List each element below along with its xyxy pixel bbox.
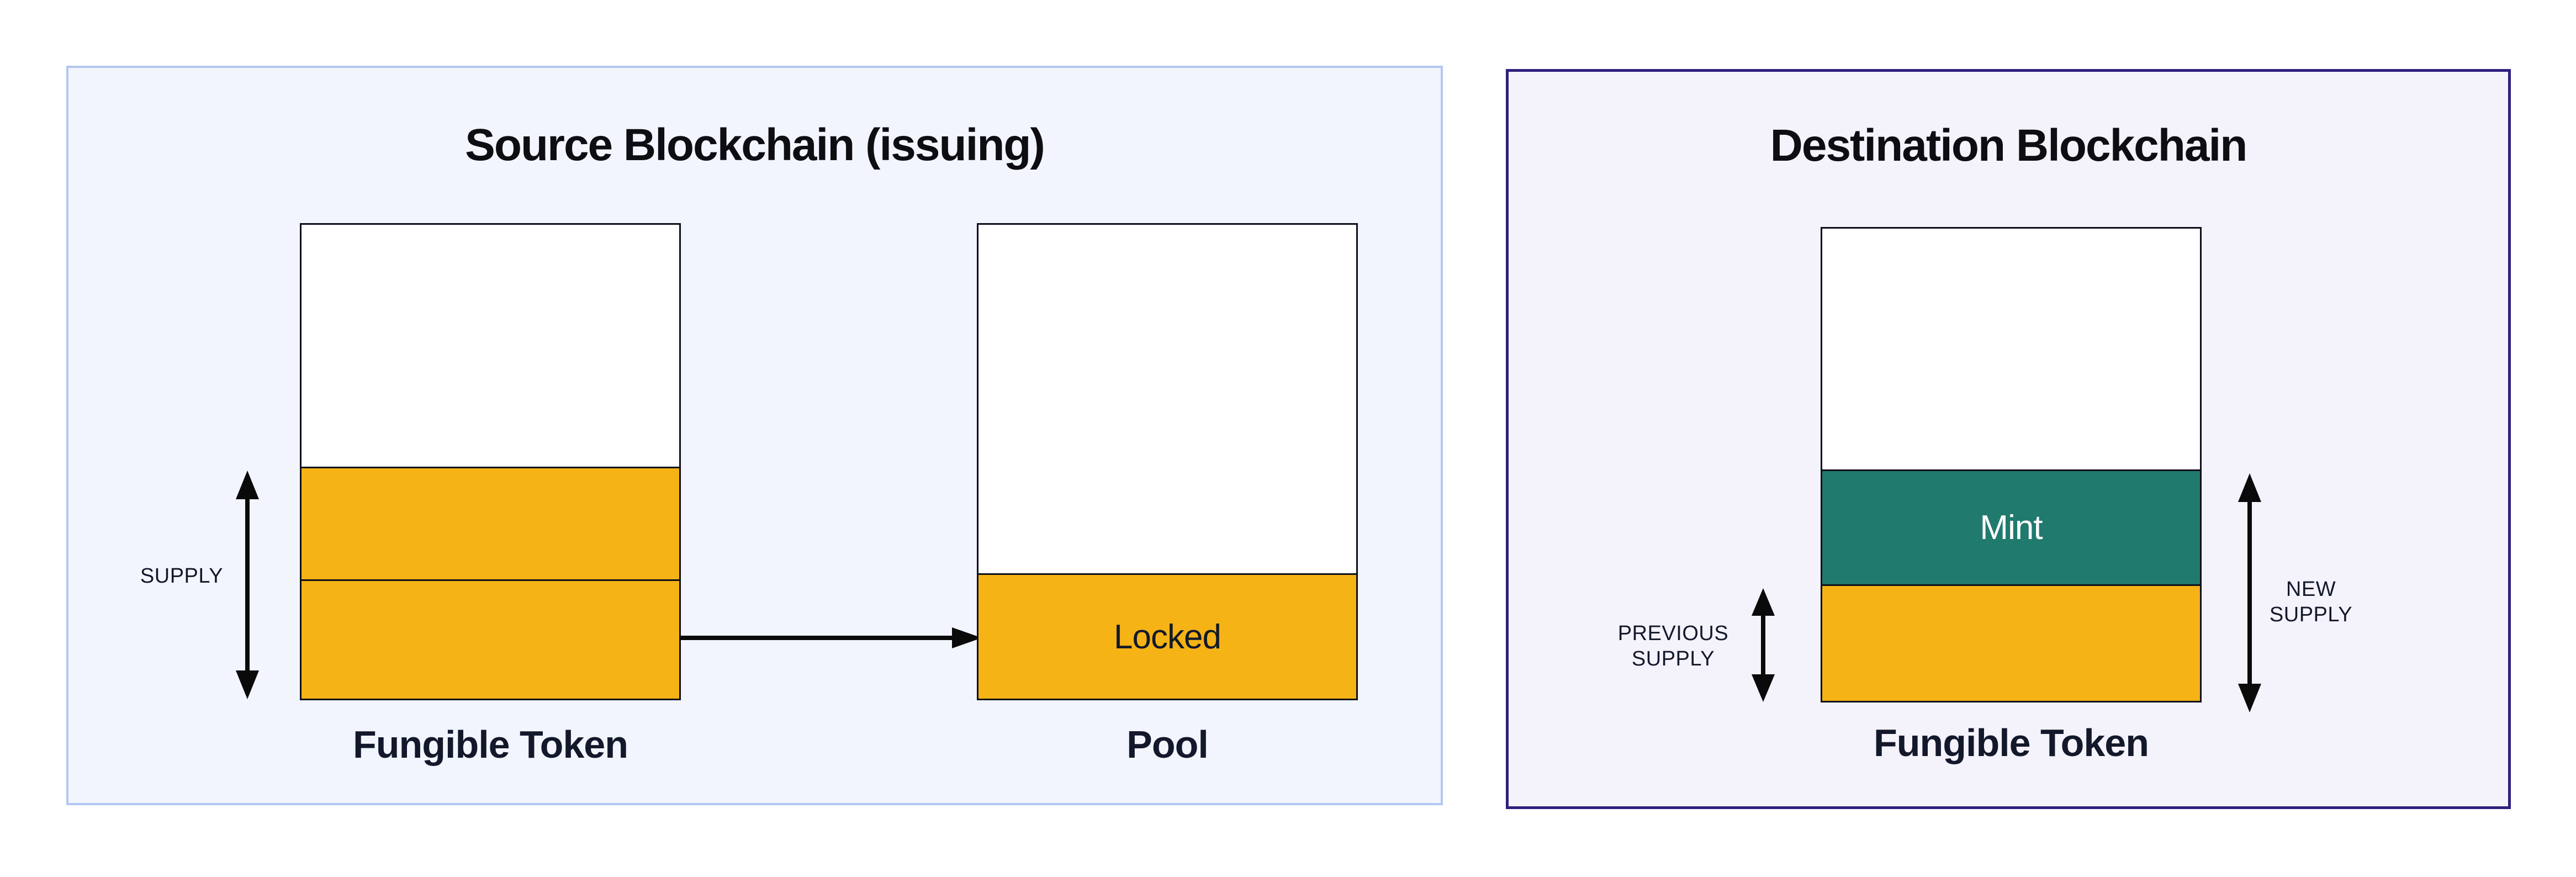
destination-token-mint-segment: Mint bbox=[1822, 469, 2200, 584]
source-pool-box: Locked bbox=[977, 223, 1358, 700]
source-token-unissued-segment bbox=[301, 225, 679, 467]
destination-token-unissued-segment bbox=[1822, 229, 2200, 469]
supply-label: SUPPLY bbox=[140, 564, 224, 588]
destination-blockchain-panel: Destination Blockchain Mint PREVIOUS SUP… bbox=[1506, 69, 2511, 809]
previous-supply-range-arrow-icon bbox=[1752, 588, 1775, 702]
pool-caption: Pool bbox=[1126, 723, 1209, 766]
destination-token-previous-supply-segment bbox=[1822, 584, 2200, 701]
destination-fungible-token-box: Mint bbox=[1821, 227, 2202, 702]
pool-empty-segment bbox=[978, 225, 1356, 573]
locked-label: Locked bbox=[1114, 617, 1221, 656]
new-supply-range-arrow-icon bbox=[2238, 473, 2261, 712]
new-supply-label: NEW SUPPLY bbox=[2269, 578, 2353, 626]
previous-supply-label: PREVIOUS SUPPLY bbox=[1617, 622, 1729, 670]
destination-fungible-token-caption: Fungible Token bbox=[1873, 721, 2149, 764]
source-fungible-token-caption: Fungible Token bbox=[352, 723, 628, 766]
mint-label: Mint bbox=[1980, 509, 2043, 547]
source-token-supply-lower-segment bbox=[301, 579, 679, 699]
source-panel-title: Source Blockchain (issuing) bbox=[465, 120, 1045, 170]
source-blockchain-panel: Source Blockchain (issuing) SUPPLY Locke… bbox=[66, 66, 1443, 805]
destination-panel-title: Destination Blockchain bbox=[1770, 120, 2248, 171]
supply-range-arrow-icon bbox=[236, 471, 259, 699]
source-fungible-token-box bbox=[300, 223, 681, 700]
lock-transfer-arrow-icon bbox=[680, 627, 982, 648]
source-token-supply-upper-segment bbox=[301, 467, 679, 579]
pool-locked-segment: Locked bbox=[978, 573, 1356, 699]
